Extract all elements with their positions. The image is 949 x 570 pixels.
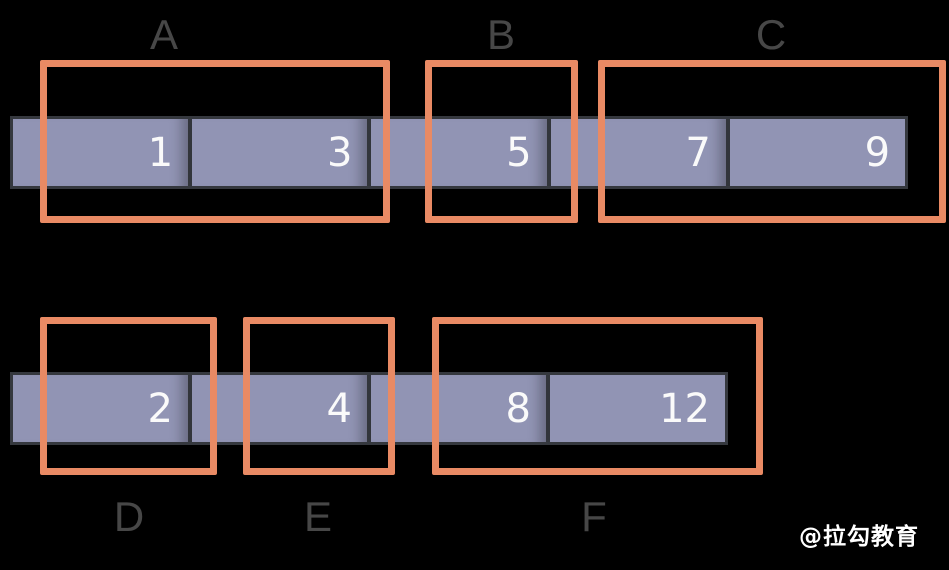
- group-label-b: B: [486, 11, 516, 58]
- array-cell: 5: [371, 119, 547, 186]
- cell-divider: [367, 119, 372, 186]
- group-box-b: [425, 60, 578, 223]
- group-box-a: [40, 60, 390, 223]
- cell-divider: [546, 119, 551, 186]
- array-cell: 9: [729, 119, 906, 186]
- cell-value: 5: [506, 129, 532, 176]
- cell-divider: [188, 375, 192, 442]
- group-box-e: [243, 317, 395, 475]
- group-box-f: [432, 317, 763, 475]
- array-cell: 8: [371, 375, 546, 442]
- group-label-f: F: [581, 493, 607, 540]
- group-label-c: C: [755, 11, 787, 58]
- group-label-a: A: [149, 11, 179, 58]
- array-cell: 7: [550, 119, 726, 186]
- cell-value: 7: [685, 129, 711, 176]
- cell-divider: [546, 375, 550, 442]
- array-cell: 3: [192, 119, 368, 186]
- cell-value: 1: [147, 129, 174, 176]
- cell-value: 8: [505, 385, 531, 432]
- cell-value: 9: [864, 129, 891, 176]
- group-box-d: [40, 317, 217, 475]
- cell-value: 2: [147, 385, 173, 432]
- cell-value: 12: [659, 385, 710, 432]
- group-box-c: [598, 60, 946, 223]
- group-label-e: E: [303, 493, 333, 540]
- cell-divider: [367, 375, 371, 442]
- group-label-d: D: [113, 493, 145, 540]
- watermark: @拉勾教育: [799, 524, 919, 550]
- array-cell: 12: [550, 375, 725, 442]
- array-cell: 4: [192, 375, 367, 442]
- cell-divider: [725, 119, 730, 186]
- cell-divider: [188, 119, 193, 186]
- cell-value: 4: [326, 385, 352, 432]
- cell-value: 3: [326, 129, 353, 176]
